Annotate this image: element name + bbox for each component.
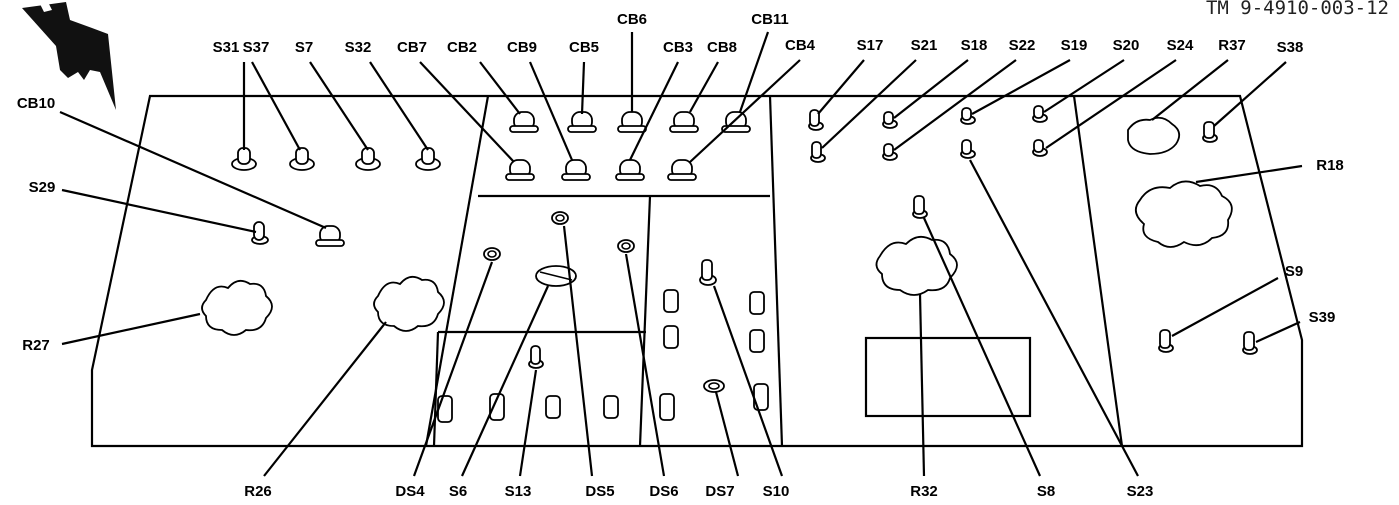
binding-post xyxy=(437,395,453,423)
circuit-breaker xyxy=(509,111,539,133)
toggle-switch xyxy=(912,195,928,219)
label-ds6: DS6 xyxy=(649,483,678,500)
binding-post xyxy=(489,393,505,421)
label-s13: S13 xyxy=(505,483,532,500)
label-s31: S31 xyxy=(213,39,240,56)
circuit-breaker xyxy=(561,159,591,181)
label-cb4: CB4 xyxy=(785,37,816,54)
toggle-switch xyxy=(882,111,898,129)
toggle-switch xyxy=(1032,139,1048,157)
toggle-switch xyxy=(251,221,269,245)
rotary-knob xyxy=(373,275,445,332)
toggle-switch xyxy=(808,109,824,131)
toggle-switch xyxy=(415,147,441,171)
circuit-breaker xyxy=(669,111,699,133)
label-cb11: CB11 xyxy=(751,11,789,28)
label-cb6: CB6 xyxy=(617,11,647,28)
circuit-breaker xyxy=(315,225,345,247)
label-cb10: CB10 xyxy=(17,95,55,112)
label-r26: R26 xyxy=(244,483,272,500)
binding-post xyxy=(749,291,765,315)
label-s20: S20 xyxy=(1113,37,1140,54)
label-s21: S21 xyxy=(911,37,938,54)
label-cb5: CB5 xyxy=(569,39,599,56)
rotary-selector xyxy=(535,265,577,287)
toggle-switch xyxy=(960,107,976,125)
binding-post xyxy=(603,395,619,419)
indicator-lamp xyxy=(703,379,725,393)
label-s38: S38 xyxy=(1277,39,1304,56)
label-s9: S9 xyxy=(1285,263,1303,280)
label-s8: S8 xyxy=(1037,483,1055,500)
binding-post xyxy=(663,325,679,349)
indicator-lamp xyxy=(617,239,635,253)
toggle-switch xyxy=(810,141,826,163)
label-cb8: CB8 xyxy=(707,39,737,56)
rotary-knob xyxy=(201,279,273,336)
binding-post xyxy=(749,329,765,353)
binding-post xyxy=(545,395,561,419)
circuit-breaker xyxy=(505,159,535,181)
indicator-lamp xyxy=(551,211,569,225)
label-s19: S19 xyxy=(1061,37,1088,54)
component-set xyxy=(201,105,1258,423)
label-ds4: DS4 xyxy=(395,483,425,500)
label-cb3: CB3 xyxy=(663,39,693,56)
label-r18: R18 xyxy=(1316,157,1344,174)
toggle-switch xyxy=(355,147,381,171)
toggle-switch xyxy=(1242,331,1258,355)
label-s29: S29 xyxy=(29,179,56,196)
part-labels: S31 S37 S37 S7 S32 CB7 CB2 CB9 CB5 CB6 C… xyxy=(17,11,1344,500)
circuit-breaker xyxy=(617,111,647,133)
label-s7: S7 xyxy=(295,39,313,56)
toggle-switch xyxy=(528,345,544,369)
label-s22: S22 xyxy=(1009,37,1036,54)
circuit-breaker xyxy=(567,111,597,133)
rotary-knob xyxy=(1134,180,1233,248)
toggle-switch xyxy=(1158,329,1174,353)
circuit-breaker xyxy=(667,159,697,181)
label-cb9: CB9 xyxy=(507,39,537,56)
toggle-switch xyxy=(1202,121,1218,143)
binding-post xyxy=(663,289,679,313)
binding-post xyxy=(659,393,675,421)
pointing-hand-icon xyxy=(22,2,116,110)
label-ds5: DS5 xyxy=(585,483,614,500)
indicator-lamp xyxy=(483,247,501,261)
label-s32: S32 xyxy=(345,39,372,56)
toggle-switch xyxy=(882,143,898,161)
toggle-switch xyxy=(1032,105,1048,123)
toggle-switch xyxy=(960,139,976,159)
label-cb2: CB2 xyxy=(447,39,477,56)
label-s6: S6 xyxy=(449,483,467,500)
label-s23: S23 xyxy=(1127,483,1154,500)
circuit-breaker xyxy=(615,159,645,181)
label-s24: S24 xyxy=(1167,37,1194,54)
label-cb7: CB7 xyxy=(397,39,427,56)
label-s17: S17 xyxy=(857,37,884,54)
label-r27: R27 xyxy=(22,337,50,354)
label-r37: R37 xyxy=(1218,37,1246,54)
toggle-switch xyxy=(231,147,257,171)
document-number: TM 9-4910-003-12 xyxy=(1205,0,1389,19)
circuit-breaker xyxy=(721,111,751,133)
leader-lines xyxy=(59,31,1303,477)
label-s10: S10 xyxy=(763,483,790,500)
label-s18: S18 xyxy=(961,37,988,54)
toggle-switch xyxy=(289,147,315,171)
panel-outline xyxy=(90,94,1304,448)
toggle-switch xyxy=(699,259,717,286)
label-s39: S39 xyxy=(1309,309,1336,326)
label-r32: R32 xyxy=(910,483,938,500)
rotary-knob xyxy=(1127,116,1181,155)
label-ds7: DS7 xyxy=(705,483,734,500)
label-s37b: S37 xyxy=(243,39,270,56)
